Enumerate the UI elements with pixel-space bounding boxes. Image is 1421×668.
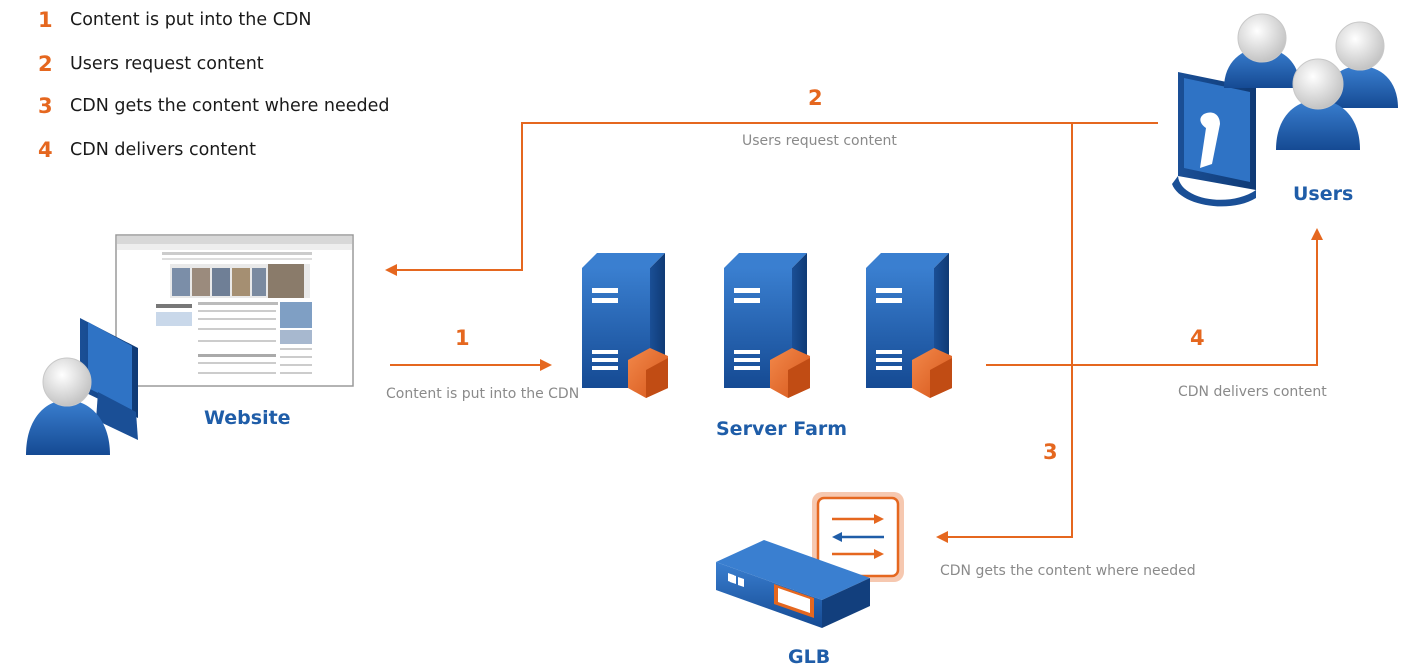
step-1-label: Content is put into the CDN — [386, 386, 580, 402]
glb-device-icon — [716, 540, 870, 628]
server-icon-1 — [582, 253, 668, 398]
arrowhead-to-website — [385, 264, 397, 276]
server-icon-3 — [866, 253, 952, 398]
step-1-number: 1 — [455, 326, 470, 350]
monitor-icon — [80, 318, 138, 440]
glb-label: GLB — [788, 646, 831, 668]
step-2-label: Users request content — [742, 133, 897, 149]
glb-switch-badge — [812, 492, 904, 582]
arrowhead-to-glb — [936, 531, 948, 543]
legend-text: Users request content — [70, 54, 264, 74]
legend-number: 4 — [38, 138, 53, 162]
step-4-number: 4 — [1190, 326, 1205, 350]
legend-item-1: 1 Content is put into the CDN — [38, 8, 311, 32]
website-user-icon — [26, 357, 110, 455]
connector-step3 — [948, 123, 1073, 538]
legend-text: CDN delivers content — [70, 140, 256, 160]
step-3-label: CDN gets the content where needed — [940, 563, 1196, 579]
step-4-label: CDN delivers content — [1178, 384, 1327, 400]
arrowhead-to-server-farm — [540, 359, 552, 371]
connector-step2 — [395, 122, 1158, 271]
arrowhead-to-users — [1311, 228, 1323, 240]
website-label: Website — [204, 407, 291, 429]
server-icon-2 — [724, 253, 810, 398]
connector-step4 — [986, 240, 1318, 366]
legend-item-2: 2 Users request content — [38, 52, 264, 76]
step-2-number: 2 — [808, 86, 823, 110]
users-group-icon — [1200, 13, 1398, 168]
legend-text: CDN gets the content where needed — [70, 96, 390, 116]
website-screenshot — [115, 234, 354, 387]
legend-number: 3 — [38, 94, 53, 118]
legend-item-4: 4 CDN delivers content — [38, 138, 256, 162]
legend-item-3: 3 CDN gets the content where needed — [38, 94, 390, 118]
server-farm-label: Server Farm — [716, 418, 848, 440]
users-label: Users — [1293, 183, 1354, 205]
legend-number: 2 — [38, 52, 53, 76]
legend-text: Content is put into the CDN — [70, 10, 312, 30]
legend-number: 1 — [38, 8, 53, 32]
step-3-number: 3 — [1043, 440, 1058, 464]
